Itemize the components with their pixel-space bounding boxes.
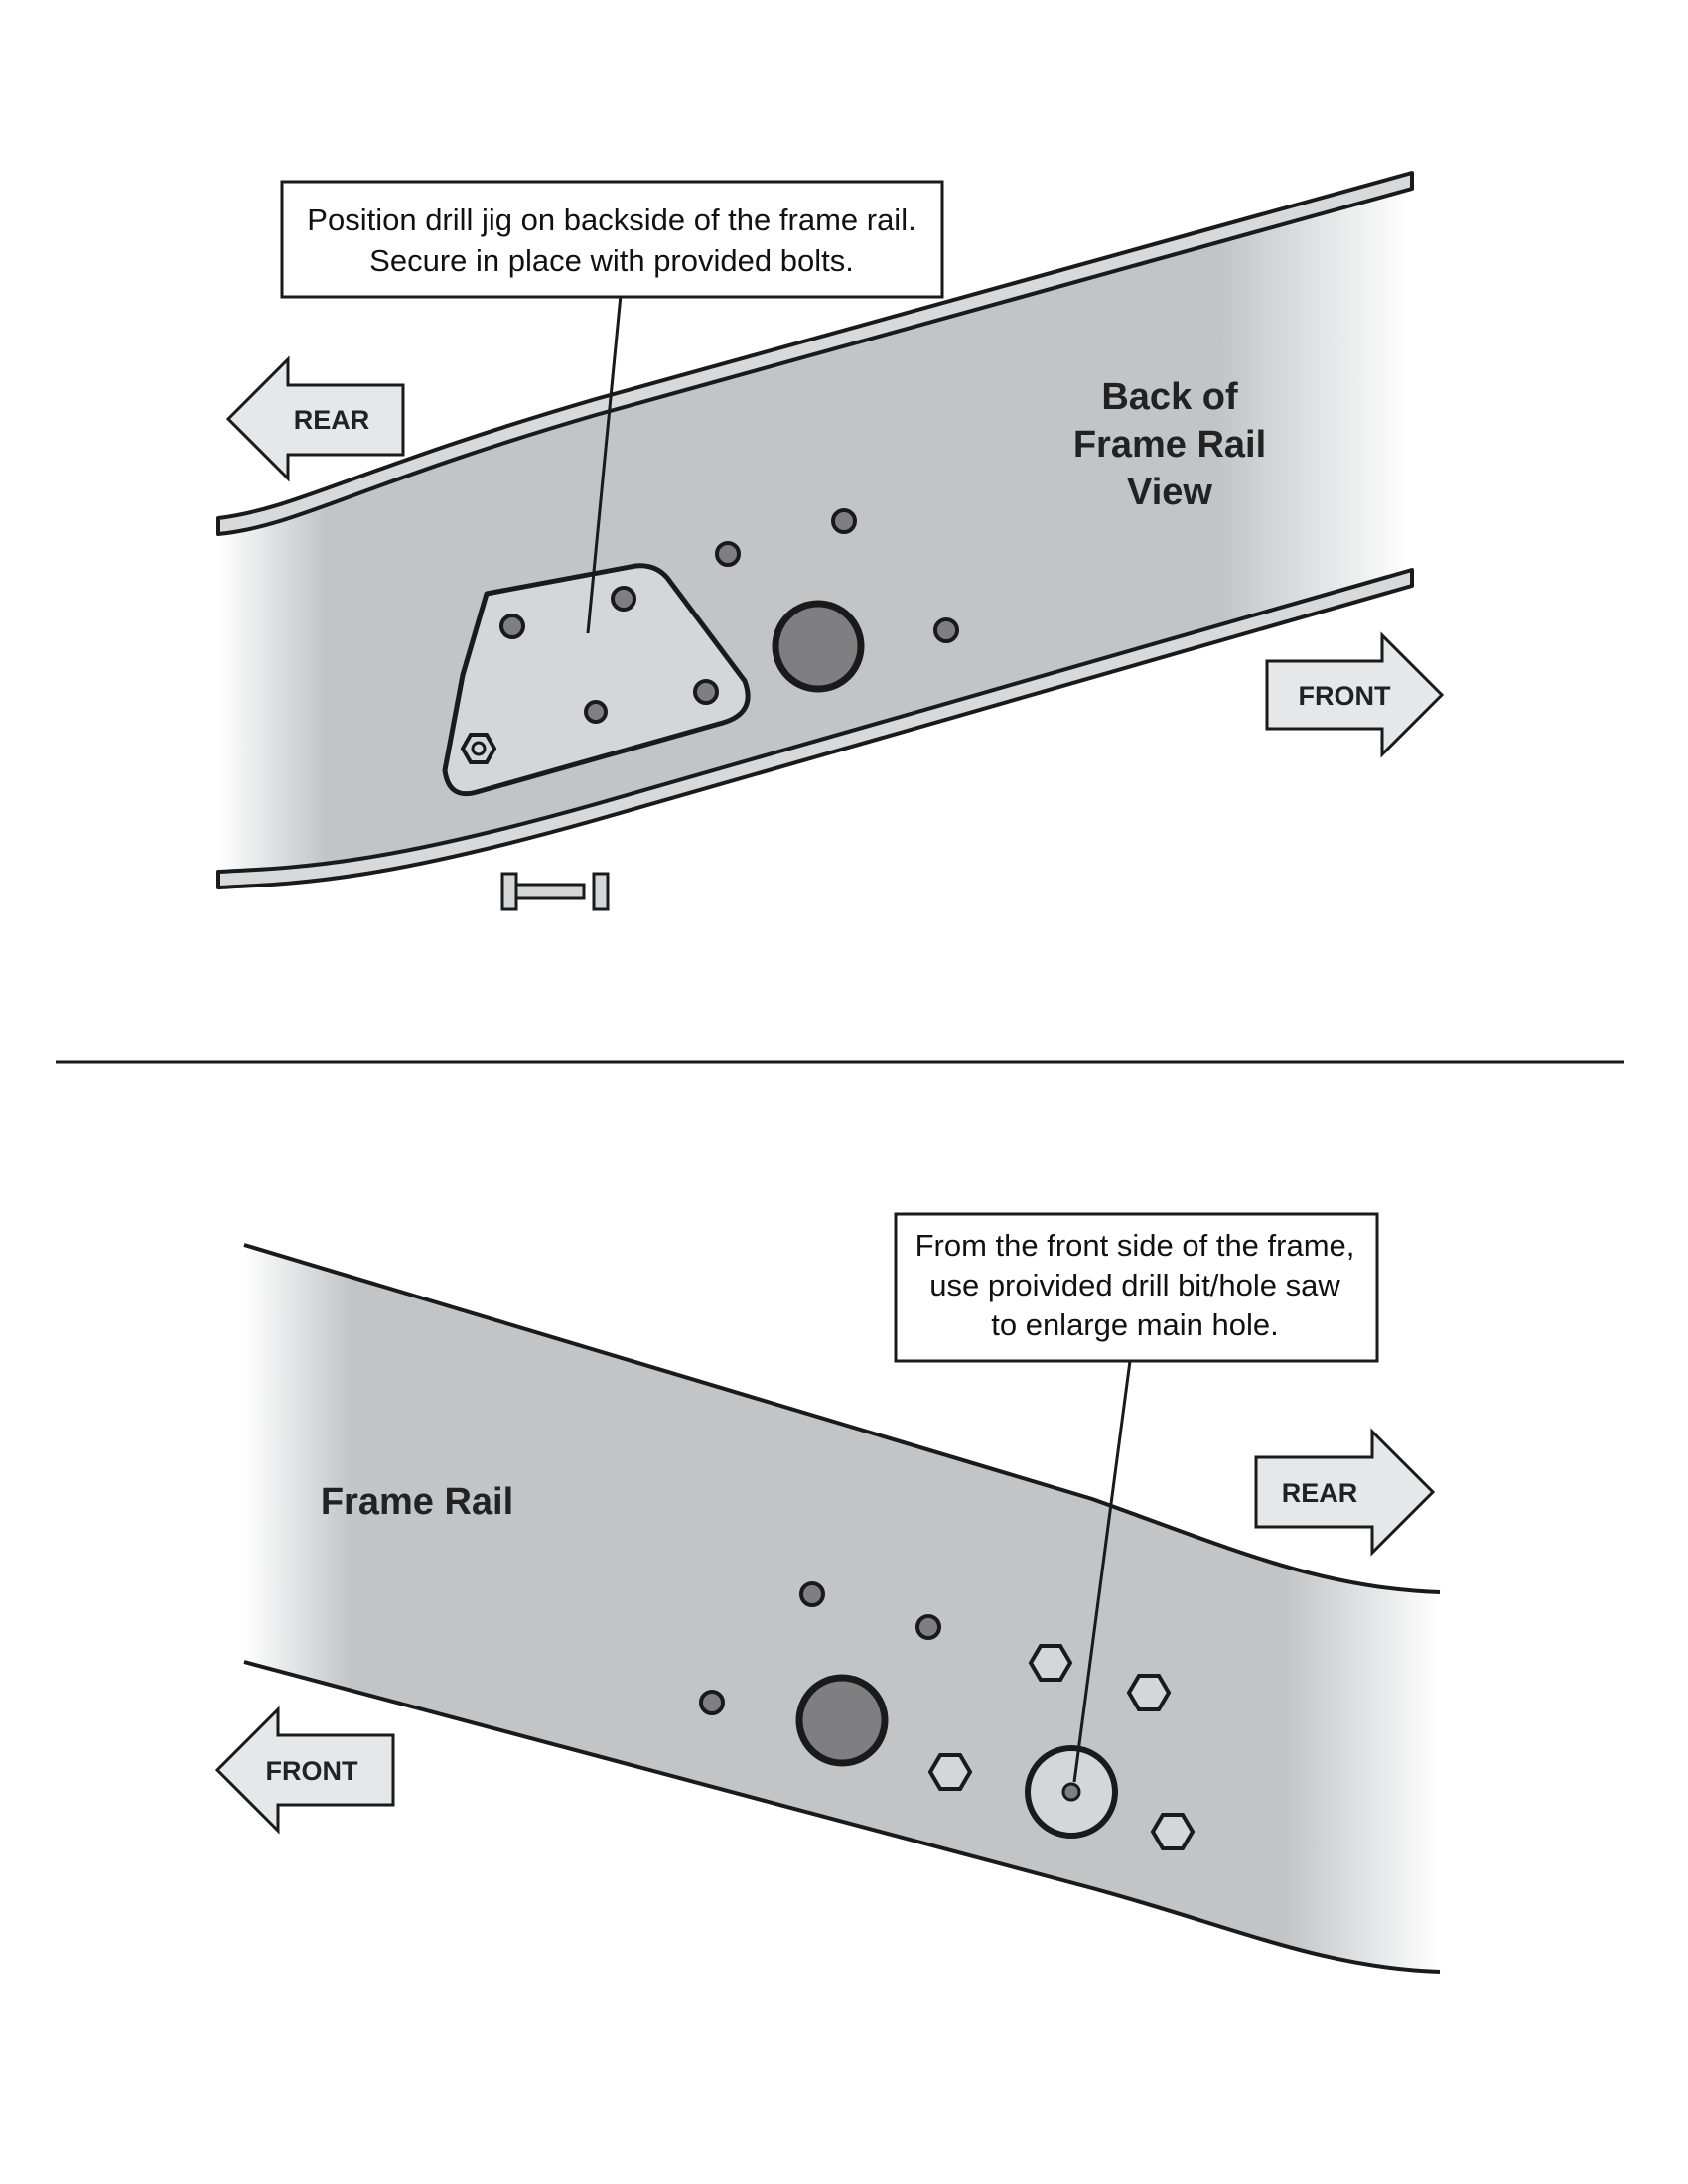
top-upper-flange [216, 171, 1414, 536]
bottom-frame-rail [244, 1245, 1440, 1972]
jig-hole [584, 700, 608, 724]
bottom-callout-box [894, 1212, 1379, 1363]
hex-nut-icon [1126, 1674, 1172, 1711]
hex-nut-icon [1028, 1644, 1073, 1682]
front-arrow-left-label: FRONT [266, 1756, 358, 1786]
jig-hole [499, 614, 525, 639]
frame-hole [699, 1690, 725, 1715]
frame-hole [933, 617, 959, 643]
rear-arrow-right-label: REAR [1282, 1478, 1358, 1508]
front-arrow-right-label: FRONT [1299, 681, 1391, 711]
rear-arrow-right [1254, 1428, 1436, 1557]
bottom-callout-line-3: to enlarge main hole. [991, 1307, 1279, 1342]
bottom-callout-leader [1072, 1360, 1132, 1783]
hex-nut-icon [1150, 1813, 1196, 1850]
bottom-view-label: Frame Rail [321, 1481, 513, 1523]
top-callout-leader [586, 294, 623, 634]
frame-hole [831, 508, 857, 534]
bottom-callout-line-2: use proivided drill bit/hole saw [929, 1268, 1340, 1302]
pilot-hole [1061, 1782, 1081, 1802]
hex-nut-icon [927, 1753, 973, 1791]
front-arrow-right [1265, 631, 1445, 758]
jig-hole [611, 586, 636, 612]
frame-hole [915, 1614, 941, 1640]
bottom-rail-top-edge [243, 1243, 1441, 1594]
main-hole [772, 600, 865, 693]
top-lower-flange [216, 568, 1414, 889]
main-hole [795, 1674, 889, 1767]
rear-arrow-left-label: REAR [294, 405, 370, 435]
top-view-label-line-3: View [1127, 472, 1212, 513]
top-diagram: Position drill jig on backside of the fr… [216, 171, 1445, 911]
frame-hole [715, 541, 741, 567]
bottom-rail-bottom-edge [243, 1660, 1441, 1974]
hex-nut-icon [460, 733, 497, 764]
bottom-callout-line-1: From the front side of the frame, [915, 1228, 1355, 1263]
front-arrow-left [214, 1706, 395, 1835]
jig-hole [693, 679, 719, 705]
rear-arrow-left [225, 355, 405, 482]
top-view-label-line-1: Back of [1101, 376, 1238, 418]
top-callout-line-1: Position drill jig on backside of the fr… [307, 203, 915, 237]
bottom-diagram: From the front side of the frame, use pr… [214, 1212, 1441, 1974]
top-view-label-line-2: Frame Rail [1073, 424, 1266, 466]
bolt-icon [500, 872, 610, 911]
top-callout-line-2: Secure in place with provided bolts. [369, 243, 854, 278]
hex-nut-hole [471, 741, 487, 756]
top-callout-box [280, 180, 944, 299]
frame-hole [799, 1581, 825, 1607]
